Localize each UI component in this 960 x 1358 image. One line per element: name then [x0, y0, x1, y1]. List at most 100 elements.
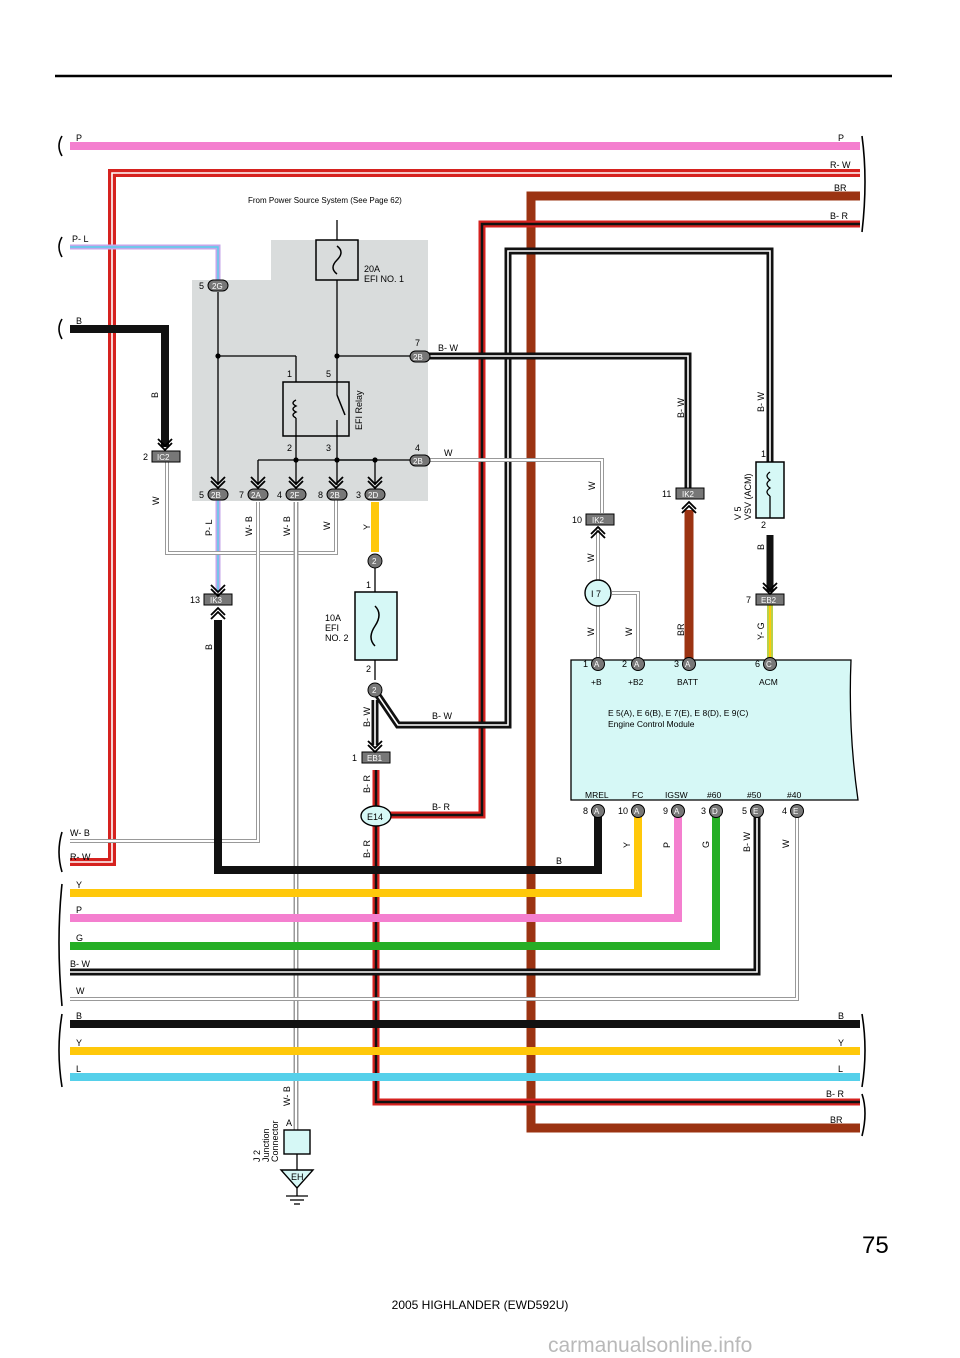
conn-2g: 2G 5 — [199, 279, 229, 292]
svg-text:5: 5 — [742, 806, 747, 816]
relay-junction-dots — [215, 353, 378, 463]
svg-text:2: 2 — [622, 659, 627, 669]
svg-text:W- B: W- B — [244, 516, 254, 536]
svg-text:Y: Y — [362, 524, 372, 530]
conn-eb2: EB2 7 — [746, 593, 785, 606]
svg-text:9: 9 — [663, 806, 668, 816]
svg-text:Y: Y — [76, 1038, 82, 1048]
svg-text:Y: Y — [622, 842, 632, 848]
ecm-top-terminals: +B +B2 BATT ACM — [591, 677, 778, 687]
conn-j2-upper: 2 — [367, 553, 383, 569]
svg-text:W: W — [624, 627, 634, 636]
svg-text:W: W — [76, 986, 85, 996]
ecm-term-plus-b: +B — [591, 677, 602, 687]
svg-text:W: W — [586, 627, 596, 636]
svg-text:EB2: EB2 — [761, 596, 777, 605]
ground-id: EH — [291, 1172, 304, 1182]
junction-id: J 2 — [252, 1150, 262, 1162]
svg-text:A: A — [634, 660, 640, 669]
svg-text:W: W — [322, 521, 332, 530]
fuse-efi2-pin-top: 1 — [366, 580, 371, 590]
ecm-term-60: #60 — [707, 790, 721, 800]
svg-text:2B: 2B — [211, 491, 221, 500]
ecm-body — [570, 659, 859, 801]
svg-text:G: G — [701, 841, 711, 848]
ecm-name: Engine Control Module — [608, 719, 695, 729]
wire-r-w — [70, 169, 860, 866]
right-brackets — [861, 135, 866, 1137]
fuse-efi-no1 — [315, 239, 359, 281]
svg-text:B- R: B- R — [826, 1089, 845, 1099]
svg-text:P- L: P- L — [204, 519, 214, 536]
svg-text:B: B — [204, 644, 214, 650]
conn-ic2: IC2 2 — [143, 450, 181, 463]
right-wire-labels: P R- W BR B- R B Y L B- R BR — [826, 133, 851, 1125]
watermark: carmanualsonline.info — [548, 1334, 753, 1357]
ecm-term-igsw: IGSW — [665, 790, 688, 800]
conn-2d: 2D 3 — [356, 488, 386, 501]
wire-w-4 — [428, 458, 604, 513]
wire-b-w-fuse — [371, 247, 774, 745]
svg-text:2F: 2F — [290, 491, 299, 500]
conn-2b-5: 2B 5 — [199, 488, 229, 501]
svg-text:W: W — [151, 496, 161, 505]
svg-text:6: 6 — [755, 659, 760, 669]
svg-text:8: 8 — [318, 490, 323, 500]
svg-text:8: 8 — [583, 806, 588, 816]
svg-text:3: 3 — [674, 659, 679, 669]
svg-text:2G: 2G — [212, 282, 223, 291]
conn-2a: 2A 7 — [239, 488, 269, 501]
svg-text:2A: 2A — [251, 491, 261, 500]
svg-text:A: A — [594, 660, 600, 669]
fuse-efi1-name: EFI NO. 1 — [364, 274, 404, 284]
i7-id: I 7 — [591, 589, 601, 599]
left-brackets — [58, 135, 63, 1088]
svg-text:W: W — [444, 448, 453, 458]
relay-pin3: 3 — [326, 443, 331, 453]
wire-b-ic2 — [70, 325, 169, 447]
inner-wire-labels: B W P- L W- B W- B W Y B- W W B- W W W W… — [150, 343, 791, 1106]
svg-text:B: B — [838, 1011, 844, 1021]
svg-text:2: 2 — [372, 557, 377, 566]
footer-title: 2005 HIGHLANDER (EWD592U) — [391, 1298, 569, 1312]
svg-text:R- W: R- W — [70, 852, 91, 862]
wire-b-bottom — [214, 620, 602, 874]
fuse-efi2-rating: 10A — [325, 613, 341, 623]
vsv-acm — [755, 461, 785, 519]
svg-text:B: B — [150, 392, 160, 398]
junction-j2 — [283, 1129, 311, 1155]
svg-text:B: B — [76, 1011, 82, 1021]
fuse-efi1-rating: 20A — [364, 264, 380, 274]
svg-text:A: A — [674, 807, 680, 816]
ecm-term-acm: ACM — [759, 677, 778, 687]
header-note: From Power Source System (See Page 62) — [248, 196, 402, 205]
wire-y-fc — [70, 815, 642, 897]
relay-block-bg — [192, 240, 428, 501]
efi-relay — [282, 381, 350, 437]
svg-text:B: B — [556, 856, 562, 866]
vsv-name: VSV (ACM) — [743, 473, 753, 520]
junction-line2: Connector — [270, 1120, 280, 1162]
fuse-efi2-line2: NO. 2 — [325, 633, 349, 643]
svg-text:10: 10 — [572, 515, 582, 525]
vsv-pin1: 1 — [761, 449, 766, 459]
svg-text:B- W: B- W — [70, 959, 91, 969]
svg-text:1: 1 — [583, 659, 588, 669]
svg-text:A: A — [634, 807, 640, 816]
fuse-efi2-pin-bottom: 2 — [366, 664, 371, 674]
ecm-bottom-pins: A 8 A 10 A 9 D 3 E 5 E 4 — [583, 804, 804, 818]
svg-text:B- W: B- W — [676, 397, 686, 418]
svg-text:Y: Y — [838, 1038, 844, 1048]
svg-text:B- W: B- W — [756, 391, 766, 412]
svg-text:P- L: P- L — [72, 234, 89, 244]
svg-text:P: P — [662, 842, 672, 848]
svg-text:IK2: IK2 — [592, 516, 605, 525]
svg-text:BR: BR — [830, 1115, 843, 1125]
ecm-ids: E 5(A), E 6(B), E 7(E), E 8(D), E 9(C) — [608, 708, 748, 718]
svg-text:B- W: B- W — [362, 706, 372, 727]
svg-text:13: 13 — [190, 595, 200, 605]
e14-id: E14 — [367, 812, 383, 822]
conn-2b-8: 2B 8 — [318, 488, 348, 501]
svg-text:10: 10 — [618, 806, 628, 816]
